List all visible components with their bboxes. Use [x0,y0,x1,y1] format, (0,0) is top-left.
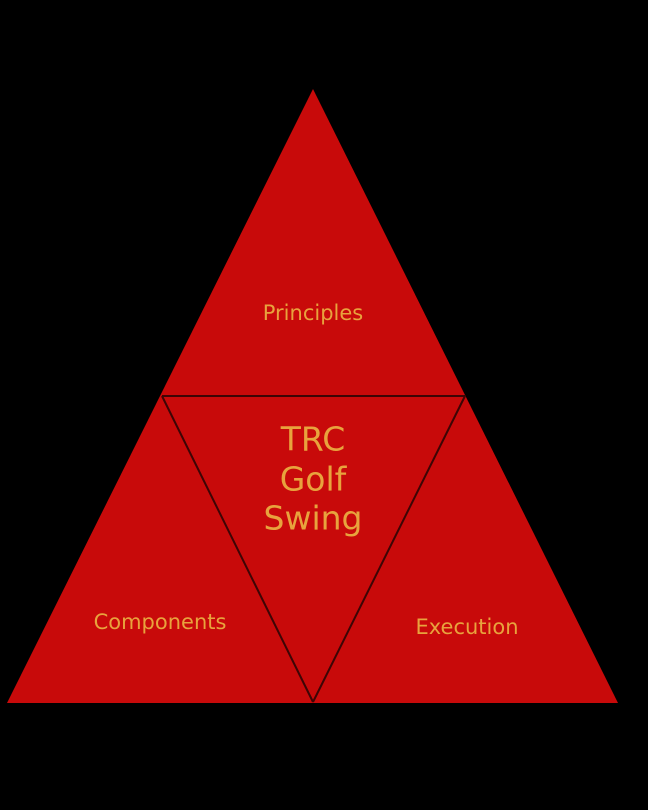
center-label-line-2: Golf [280,460,348,499]
center-label-line-1: TRC [280,420,346,459]
divider-left [161,395,314,703]
divider-right [312,395,466,703]
segment-label-principles: Principles [263,301,363,325]
segment-label-components: Components [94,610,227,634]
segment-label-execution: Execution [415,615,518,639]
center-label-line-3: Swing [264,499,363,538]
